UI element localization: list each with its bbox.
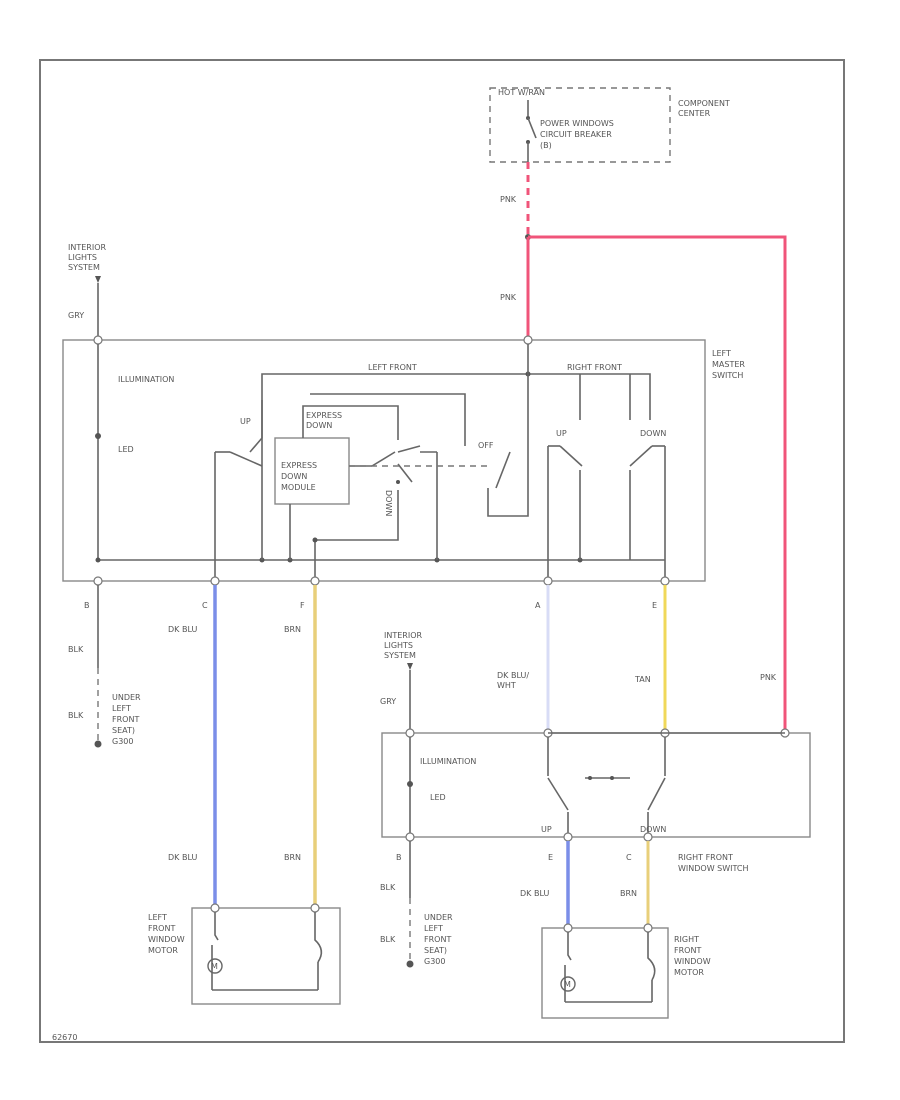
motor-icon xyxy=(207,958,223,974)
pin-c-label-2: C xyxy=(626,853,632,862)
blk-wire-label-1: BLK xyxy=(68,645,84,654)
connector-terminal xyxy=(523,335,533,345)
pin-b-label: B xyxy=(84,601,90,610)
blk-wire-label-3: BLK xyxy=(380,883,396,892)
pin-f-label: F xyxy=(300,601,305,610)
ground-icon xyxy=(94,740,102,748)
pin-e-label-2: E xyxy=(548,853,553,862)
pin-b-label-2: B xyxy=(396,853,402,862)
arrow-icon xyxy=(95,276,101,283)
diagram-frame xyxy=(39,59,845,1043)
ground-icon xyxy=(406,960,414,968)
pnk-wire-label-top: PNK xyxy=(500,195,517,204)
led-label-2: LED xyxy=(430,793,446,802)
down-vertical-label: DOWN xyxy=(384,490,393,516)
off-label: OFF xyxy=(478,441,494,450)
tan-wire-label: TAN xyxy=(634,675,651,684)
gry-wire-label-2: GRY xyxy=(380,697,396,706)
pnk-wire-to-right-switch xyxy=(528,235,787,733)
pin-e-label: E xyxy=(652,601,657,610)
left-front-window-motor-box xyxy=(191,907,341,1005)
right-front-window-switch-box xyxy=(381,732,811,838)
illumination-label-2: ILLUMINATION xyxy=(420,757,476,766)
circuit-breaker-symbol xyxy=(526,100,537,162)
motor-symbol-label-2: M xyxy=(564,980,571,989)
down-label-rf: DOWN xyxy=(640,825,666,834)
component-center-box xyxy=(489,87,671,163)
motor-symbol-label-1: M xyxy=(211,962,218,971)
up-label-1: UP xyxy=(240,417,251,426)
right-front-window-motor-box xyxy=(541,927,669,1019)
pin-a-label: A xyxy=(535,601,541,610)
dk-blu-wire-label-3: DK BLU xyxy=(520,889,549,898)
dk-blu-wire-label-2: DK BLU xyxy=(168,853,197,862)
down-label-2: DOWN xyxy=(640,429,666,438)
right-front-label: RIGHT FRONT xyxy=(567,363,622,372)
express-down-module-box xyxy=(274,437,350,505)
pin-c-label: C xyxy=(202,601,208,610)
dk-blu-wire-label-1: DK BLU xyxy=(168,625,197,634)
left-master-switch-box xyxy=(62,339,706,582)
brn-wire-label-1: BRN xyxy=(284,625,301,634)
up-label-2: UP xyxy=(556,429,567,438)
figure-code: 62670 xyxy=(52,1033,77,1042)
blk-wire-label-2: BLK xyxy=(68,711,84,720)
arrow-icon xyxy=(407,663,413,670)
up-label-rf: UP xyxy=(541,825,552,834)
led-label-1: LED xyxy=(118,445,134,454)
pnk-wire-label-mid: PNK xyxy=(500,293,517,302)
led-icon xyxy=(407,781,413,787)
dk-blu-wht-wire-label: DK BLU/WHT xyxy=(497,671,529,690)
pnk-wire-label-right: PNK xyxy=(760,673,777,682)
blk-wire-label-4: BLK xyxy=(380,935,396,944)
left-front-label: LEFT FRONT xyxy=(368,363,417,372)
brn-wire-label-2: BRN xyxy=(284,853,301,862)
led-icon xyxy=(95,433,101,439)
brn-wire-label-3: BRN xyxy=(620,889,637,898)
gry-wire-label-1: GRY xyxy=(68,311,84,320)
illumination-label-1: ILLUMINATION xyxy=(118,375,174,384)
motor-icon xyxy=(560,976,576,992)
hot-at-all-times-label: HOT W/RAN xyxy=(498,88,545,97)
connector-terminal xyxy=(93,335,103,345)
